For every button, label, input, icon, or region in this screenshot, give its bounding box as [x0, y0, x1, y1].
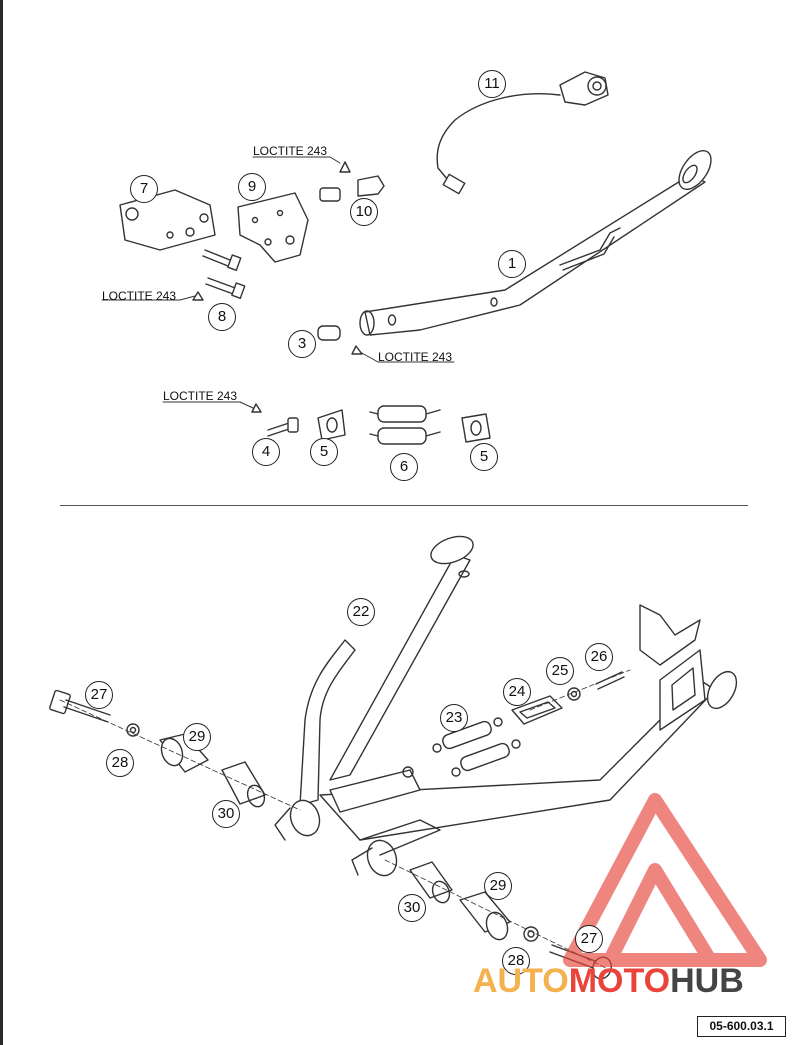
- callout-29a: 29: [183, 723, 211, 751]
- part-main-stand: [274, 535, 738, 877]
- callout-22: 22: [347, 598, 375, 626]
- part-bracket-7: [119, 189, 216, 251]
- loctite-drops: [192, 161, 363, 413]
- part-plates-springs: [317, 405, 491, 445]
- left-border: [0, 0, 3, 1045]
- section-divider: [60, 505, 748, 506]
- callout-4: 4: [252, 438, 280, 466]
- callout-25: 25: [546, 657, 574, 685]
- callout-5a: 5: [310, 438, 338, 466]
- callout-30a: 30: [212, 800, 240, 828]
- loctite-label-2: LOCTITE 243: [102, 289, 177, 303]
- callout-28b: 28: [502, 947, 530, 975]
- part-left-pivot-assembly: [49, 689, 266, 808]
- callout-6: 6: [390, 453, 418, 481]
- callout-28a: 28: [106, 749, 134, 777]
- callout-3: 3: [288, 330, 316, 358]
- reference-code: 05-600.03.1: [697, 1016, 786, 1037]
- callout-23: 23: [440, 704, 468, 732]
- callout-7: 7: [130, 175, 158, 203]
- callout-10: 10: [350, 198, 378, 226]
- callout-27b: 27: [575, 925, 603, 953]
- callout-24: 24: [503, 678, 531, 706]
- loctite-label-1: LOCTITE 243: [253, 144, 328, 158]
- callout-27a: 27: [85, 681, 113, 709]
- callout-11: 11: [478, 70, 506, 98]
- part-plate-9: [237, 192, 309, 263]
- callout-26: 26: [585, 643, 613, 671]
- callout-8: 8: [208, 303, 236, 331]
- part-bracket-washer-bolt: [511, 671, 625, 725]
- loctite-label-4: LOCTITE 243: [163, 389, 238, 403]
- loctite-label-3: LOCTITE 243: [378, 350, 453, 364]
- callout-30b: 30: [398, 894, 426, 922]
- leader-lines: [101, 156, 455, 409]
- callout-9: 9: [238, 173, 266, 201]
- watermark-text: AUTOMOTOHUB: [473, 962, 744, 1001]
- watermark-logo: [563, 793, 767, 967]
- watermark-part-moto: MOTO: [568, 962, 671, 1000]
- part-side-stand-switch: [436, 71, 609, 195]
- callout-29b: 29: [484, 872, 512, 900]
- watermark-part-auto: AUTO: [473, 962, 569, 1000]
- part-side-stand: [359, 150, 712, 336]
- part-springs-23: [432, 717, 521, 777]
- watermark-part-hub: HUB: [670, 962, 744, 1000]
- part-bolts: [202, 175, 385, 437]
- callout-1: 1: [498, 250, 526, 278]
- callout-5b: 5: [470, 443, 498, 471]
